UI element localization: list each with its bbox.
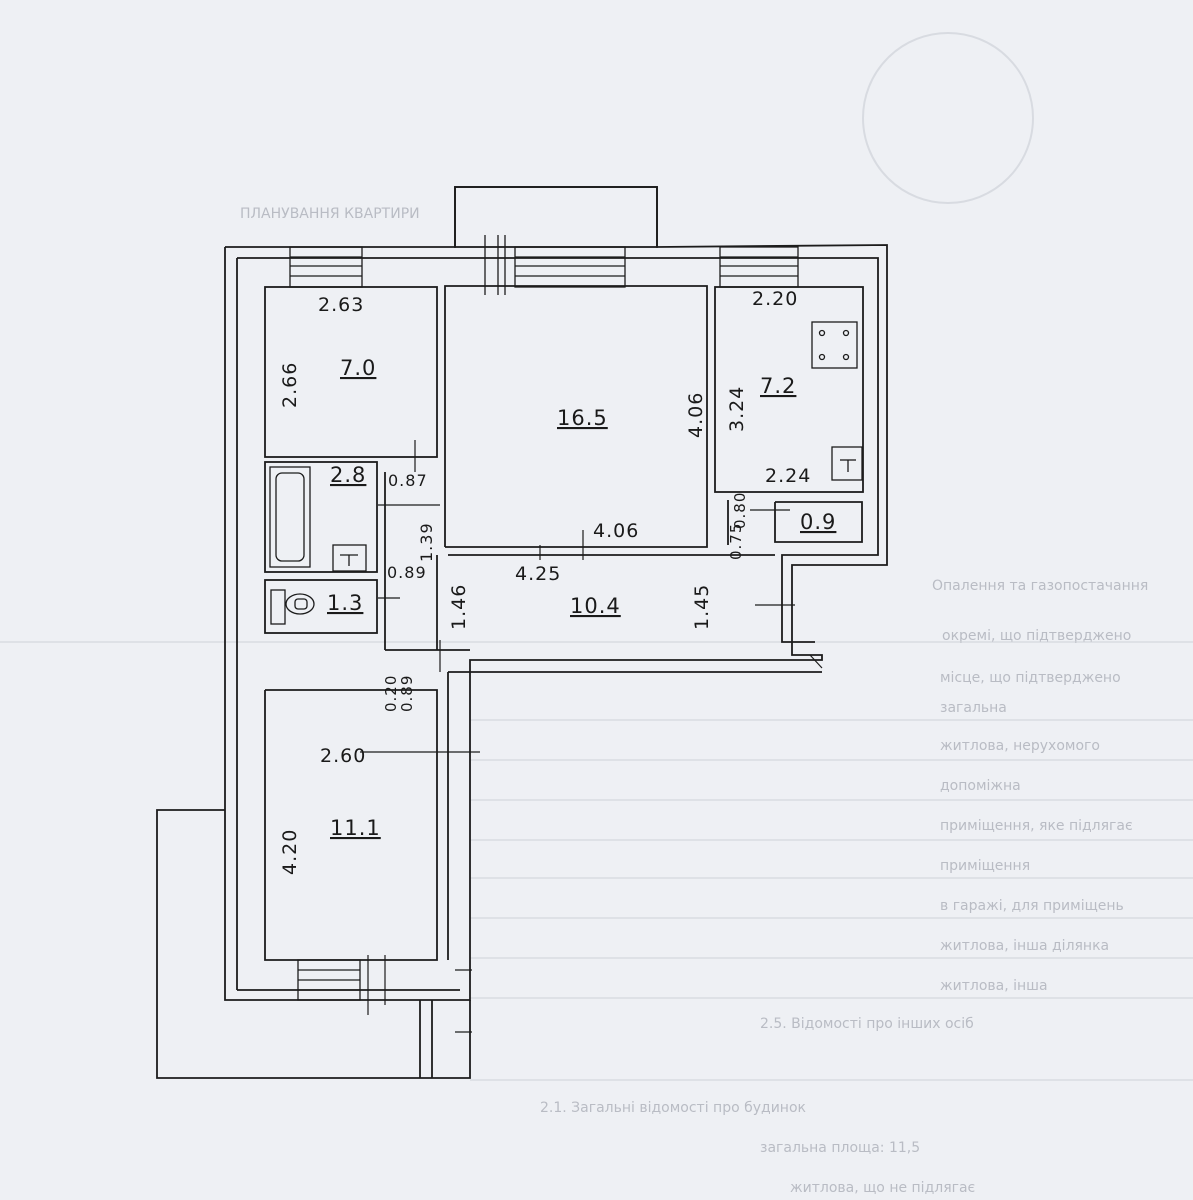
dim-hall-left: 1.46	[448, 584, 470, 630]
ghost-line: приміщення	[940, 858, 1030, 874]
area-bedroom: 11.1	[330, 816, 381, 840]
ghost-line: допоміжна	[940, 778, 1021, 794]
stamp-circle	[862, 32, 1034, 204]
window-nw	[289, 246, 363, 288]
area-living-room: 16.5	[557, 406, 608, 430]
toilet-icon	[270, 589, 315, 625]
area-hall: 10.4	[570, 594, 621, 618]
dimension-ticks	[360, 440, 823, 1033]
dim-kitchen-bottom: 2.24	[765, 465, 811, 487]
window-bedroom	[297, 959, 361, 1001]
ghost-line: приміщення, яке підлягає	[940, 818, 1133, 834]
dim-kitchen-height: 3.24	[726, 386, 748, 432]
ghost-line: житлова, що не підлягає	[790, 1180, 975, 1196]
ghost-line: загальна площа: 11,5	[760, 1140, 920, 1156]
ghost-line: житлова, інша	[940, 978, 1048, 994]
dim-bathroom-height: 1.39	[417, 522, 436, 562]
kitchen-sink-icon	[831, 446, 863, 481]
stair-outline	[156, 809, 471, 1079]
ghost-line: житлова, нерухомого	[940, 738, 1100, 754]
window-living	[514, 246, 626, 288]
ghost-line: місце, що підтверджено	[940, 670, 1121, 686]
dim-pantry-width: 0.75	[727, 523, 745, 560]
washbasin-icon	[332, 544, 367, 572]
room-16-5-outline	[444, 285, 708, 548]
ghost-line: Опалення та газопостачання	[932, 578, 1148, 594]
wc-outline	[264, 579, 378, 634]
area-room-nw: 7.0	[340, 356, 376, 380]
bedroom-outline	[264, 689, 438, 961]
room-areas: 7.0 16.5 7.2 2.8 1.3 0.9 10.4 11.1	[327, 356, 836, 840]
area-bathroom: 2.8	[330, 463, 366, 487]
dim-living-bottom: 4.06	[593, 520, 639, 542]
windows	[289, 235, 799, 1001]
dim-pantry-height: 0.80	[731, 492, 749, 529]
ghost-line: житлова, інша ділянка	[940, 938, 1109, 954]
dim-room-nw-width: 2.63	[318, 294, 364, 316]
dim-bedroom-width: 2.60	[320, 745, 366, 767]
background-form: ПЛАНУВАННЯ КВАРТИРИ Опалення та газопост…	[0, 206, 1193, 1196]
pantry-outline	[774, 501, 863, 543]
inner-wall	[237, 257, 879, 643]
area-wc: 1.3	[327, 591, 363, 615]
dim-living-height: 4.06	[685, 392, 707, 438]
dim-kitchen-width: 2.20	[752, 288, 798, 310]
area-pantry: 0.9	[800, 510, 836, 534]
bathroom-outline	[264, 461, 378, 573]
ghost-line: загальна	[940, 700, 1007, 716]
dimension-labels: 2.63 2.66 4.06 4.06 2.20 3.24 2.24 0.87 …	[279, 288, 811, 875]
stove-icon	[811, 321, 858, 369]
dim-wc-side: 0.89	[387, 563, 427, 582]
dim-bathroom-side: 0.87	[388, 471, 428, 490]
fixtures	[269, 321, 863, 625]
area-kitchen: 7.2	[760, 374, 796, 398]
dim-door-lower: 0.89	[398, 675, 416, 712]
walls	[156, 186, 888, 1079]
dim-bedroom-height: 4.20	[279, 829, 301, 875]
dim-door-upper: 0.20	[382, 675, 400, 712]
ghost-line: 2.1. Загальні відомості про будинок	[540, 1100, 806, 1116]
ghost-line: окремі, що підтверджено	[942, 628, 1131, 644]
ghost-rules	[0, 641, 1193, 1081]
ghost-line: в гаражі, для приміщень	[940, 898, 1124, 914]
dim-room-nw-height: 2.66	[279, 362, 301, 408]
bathtub-icon	[269, 466, 311, 568]
window-kitchen	[719, 246, 799, 288]
balcony-door	[484, 235, 506, 295]
dim-hall-width: 4.25	[515, 563, 561, 585]
dim-hall-right: 1.45	[691, 584, 713, 630]
ghost-line: 2.5. Відомості про інших осіб	[760, 1016, 974, 1032]
ghost-title: ПЛАНУВАННЯ КВАРТИРИ	[240, 206, 420, 222]
